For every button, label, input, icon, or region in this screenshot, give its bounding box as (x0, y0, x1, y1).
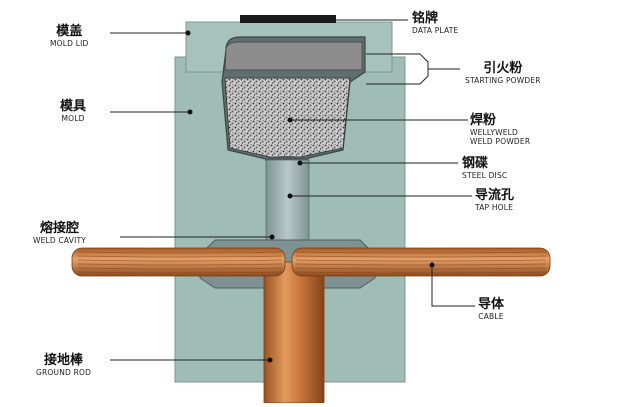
leader-ground-rod-dot (267, 357, 273, 363)
label-steel-disc: 钢碟 STEEL DISC (462, 157, 507, 180)
label-weld-cavity-en: WELD CAVITY (33, 236, 87, 245)
starting-powder (224, 41, 363, 71)
label-mold-en: MOLD (61, 114, 85, 123)
label-weld-powder-zh: 焊粉 (470, 113, 497, 128)
data-plate-bar (240, 15, 336, 23)
ground-rod (263, 261, 325, 404)
cable-strand (295, 263, 547, 266)
label-tap-hole-zh: 导流孔 (475, 188, 515, 203)
leader-starting-powder (366, 53, 460, 85)
cable-strand (295, 255, 547, 258)
leader-tap-hole-dot (287, 193, 293, 199)
label-data-plate-en: DATA PLATE (412, 26, 459, 35)
label-starting-powder-zh: 引火粉 (483, 61, 523, 76)
weld-powder (224, 77, 351, 158)
label-weld-cavity: 熔接腔 WELD CAVITY (33, 222, 86, 245)
label-data-plate-zh: 铭牌 (412, 11, 439, 26)
leader-mold-dot (187, 109, 193, 115)
cable-strand (295, 267, 547, 270)
label-weld-powder: 焊粉 WELLYWELD WELD POWDER (470, 114, 530, 145)
leader-mold-lid-dot (185, 30, 191, 36)
leader-weld-cavity-dot (269, 234, 275, 240)
cable-strand (295, 259, 547, 262)
cable-strand (77, 255, 283, 258)
label-weld-powder-en-1: WELLYWELD (470, 128, 519, 137)
leader-cable-dot (429, 262, 435, 268)
label-ground-rod-en: GROUND ROD (36, 368, 92, 377)
label-cable-zh: 导体 (478, 297, 505, 312)
label-ground-rod-zh: 接地棒 (44, 353, 84, 368)
cable-strand (295, 251, 547, 254)
cable-strand (77, 259, 283, 262)
cable-strand (77, 263, 283, 266)
label-steel-disc-en: STEEL DISC (462, 171, 508, 180)
cable-strand (77, 251, 283, 254)
label-ground-rod: 接地棒 GROUND ROD (36, 354, 91, 377)
label-weld-cavity-zh: 熔接腔 (40, 221, 80, 236)
tap-hole-channel (265, 159, 310, 241)
cable-strand (77, 271, 283, 274)
label-cable: 导体 CABLE (478, 298, 504, 321)
cable-strand (295, 271, 547, 274)
cable-strand (77, 267, 283, 270)
label-starting-powder-en: STARTING POWDER (465, 76, 541, 85)
label-mold-lid-zh: 模盖 (56, 24, 83, 39)
label-steel-disc-zh: 钢碟 (462, 156, 489, 171)
label-cable-en: CABLE (478, 312, 504, 321)
label-tap-hole-en: TAP HOLE (475, 203, 514, 212)
label-data-plate: 铭牌 DATA PLATE (412, 12, 458, 35)
label-tap-hole: 导流孔 TAP HOLE (475, 189, 514, 212)
label-weld-powder-en-2: WELD POWDER (470, 136, 531, 146)
label-mold-zh: 模具 (60, 99, 87, 114)
label-mold-lid-en: MOLD LID (50, 39, 89, 48)
cable (71, 247, 551, 277)
label-mold: 模具 MOLD (60, 100, 86, 123)
leader-steel-disc-dot (297, 160, 303, 166)
label-starting-powder: 引火粉 STARTING POWDER (465, 62, 541, 85)
label-mold-lid: 模盖 MOLD LID (50, 25, 88, 48)
leader-cable (431, 265, 475, 307)
leader-weld-powder-dot (287, 117, 293, 123)
leader-lines (110, 19, 475, 363)
